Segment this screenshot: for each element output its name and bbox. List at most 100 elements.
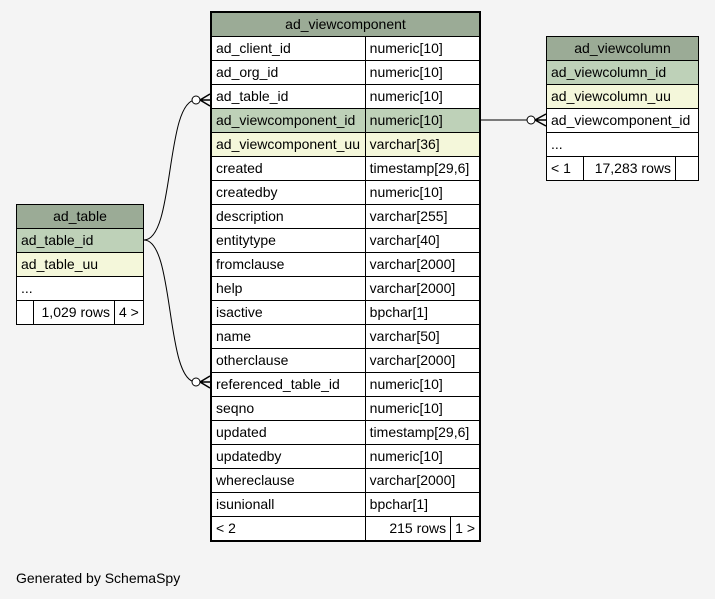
column-type[interactable]: numeric[10]	[364, 108, 481, 133]
table-row[interactable]: ad_viewcolumn_uu	[546, 84, 699, 109]
column-type[interactable]: numeric[10]	[364, 396, 481, 421]
column-name[interactable]: fromclause	[210, 252, 366, 277]
parents-link[interactable]: < 1	[546, 156, 584, 181]
column-type[interactable]: numeric[10]	[364, 444, 481, 469]
column-name[interactable]: ...	[546, 132, 699, 157]
link-ad-table-id	[143, 99, 197, 241]
column-name[interactable]: ad_viewcomponent_id	[210, 108, 366, 133]
column-name[interactable]: name	[210, 324, 366, 349]
column-type[interactable]: varchar[2000]	[364, 348, 481, 373]
column-type[interactable]: varchar[36]	[364, 132, 481, 157]
column-type[interactable]: bpchar[1]	[364, 492, 481, 517]
link-referenced-table-id-crowfoot-icon	[199, 375, 211, 389]
link-referenced-table-id	[143, 239, 197, 383]
table-title[interactable]: ad_viewcolumn	[546, 36, 699, 61]
table-row[interactable]: ad_viewcolumn_id	[546, 60, 699, 85]
column-type[interactable]: numeric[10]	[364, 60, 481, 85]
column-name[interactable]: help	[210, 276, 366, 301]
row-count: 215 rows	[364, 516, 452, 542]
column-name[interactable]: createdby	[210, 180, 366, 205]
column-name[interactable]: otherclause	[210, 348, 366, 373]
column-name[interactable]: ad_table_id	[210, 84, 366, 109]
children-link[interactable]: 4 >	[114, 300, 144, 325]
column-name[interactable]: updatedby	[210, 444, 366, 469]
row-count: 1,029 rows	[33, 300, 115, 325]
table-row[interactable]: ad_viewcomponent_id	[546, 108, 699, 133]
column-type[interactable]: varchar[50]	[364, 324, 481, 349]
link-referenced-table-id-optional-icon	[191, 377, 201, 387]
column-type[interactable]: bpchar[1]	[364, 300, 481, 325]
column-name[interactable]: ad_client_id	[210, 36, 366, 61]
table-title[interactable]: ad_table	[16, 204, 144, 229]
column-name[interactable]: ad_org_id	[210, 60, 366, 85]
table-title[interactable]: ad_viewcomponent	[210, 11, 481, 37]
column-name[interactable]: ad_viewcomponent_uu	[210, 132, 366, 157]
column-name[interactable]: whereclause	[210, 468, 366, 493]
column-name[interactable]: ...	[16, 276, 144, 301]
row-count: 17,283 rows	[583, 156, 676, 181]
column-name[interactable]: description	[210, 204, 366, 229]
column-type[interactable]: varchar[2000]	[364, 468, 481, 493]
parents-link[interactable]: < 2	[210, 516, 366, 542]
children-link[interactable]	[675, 156, 699, 181]
column-type[interactable]: numeric[10]	[364, 372, 481, 397]
column-type[interactable]: timestamp[29,6]	[364, 156, 481, 181]
column-name[interactable]: ad_viewcomponent_id	[546, 108, 699, 133]
parents-link[interactable]	[16, 300, 34, 325]
column-name[interactable]: ad_table_uu	[16, 252, 144, 277]
column-name[interactable]: referenced_table_id	[210, 372, 366, 397]
column-name[interactable]: seqno	[210, 396, 366, 421]
column-name[interactable]: ad_viewcolumn_uu	[546, 84, 699, 109]
table-row[interactable]: ...	[546, 132, 699, 157]
column-type[interactable]: varchar[40]	[364, 228, 481, 253]
table-row[interactable]: ad_table_uu	[16, 252, 144, 277]
column-name[interactable]: entitytype	[210, 228, 366, 253]
link-ad-table-id-crowfoot-icon	[199, 93, 211, 107]
column-name[interactable]: isunionall	[210, 492, 366, 517]
column-type[interactable]: varchar[255]	[364, 204, 481, 229]
generated-by-label: Generated by SchemaSpy	[16, 570, 181, 586]
column-name[interactable]: isactive	[210, 300, 366, 325]
column-type[interactable]: numeric[10]	[364, 84, 481, 109]
column-type[interactable]: numeric[10]	[364, 36, 481, 61]
column-type[interactable]: varchar[2000]	[364, 276, 481, 301]
column-type[interactable]: timestamp[29,6]	[364, 420, 481, 445]
column-name[interactable]: updated	[210, 420, 366, 445]
column-name[interactable]: ad_viewcolumn_id	[546, 60, 699, 85]
column-type[interactable]: numeric[10]	[364, 180, 481, 205]
table-row[interactable]: ad_table_id	[16, 228, 144, 253]
column-type[interactable]: varchar[2000]	[364, 252, 481, 277]
column-name[interactable]: ad_table_id	[16, 228, 144, 253]
link-ad-viewcomponent-id-optional-icon	[526, 115, 536, 125]
children-link[interactable]: 1 >	[450, 516, 481, 542]
column-name[interactable]: created	[210, 156, 366, 181]
table-row[interactable]: ...	[16, 276, 144, 301]
link-ad-viewcomponent-id-crowfoot-icon	[534, 113, 547, 127]
